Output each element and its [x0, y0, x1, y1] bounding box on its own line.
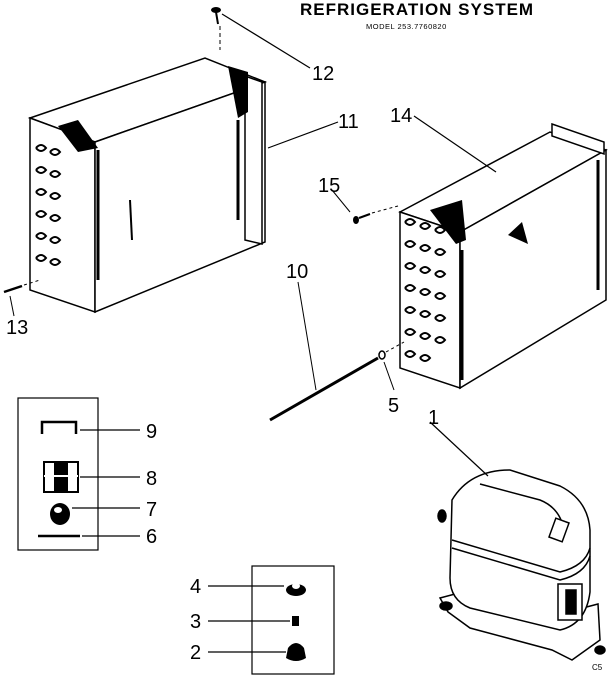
part-10-capillary-tube — [269, 281, 379, 422]
callout-13: 13 — [6, 317, 28, 339]
corner-mark: C5 — [592, 663, 603, 672]
callout-8: 8 — [146, 468, 157, 490]
part-13-screw — [3, 279, 41, 317]
callout-7: 7 — [146, 499, 157, 521]
callout-4: 4 — [190, 576, 201, 598]
callout-3: 3 — [190, 611, 201, 633]
callout-1: 1 — [428, 407, 439, 429]
callout-5: 5 — [388, 395, 399, 417]
callout-15: 15 — [318, 175, 340, 197]
parts-6-9-box — [17, 397, 140, 551]
part-11-condenser — [27, 57, 339, 314]
part-12-screw — [211, 7, 311, 69]
callout-10: 10 — [286, 261, 308, 283]
part-14-evaporator — [398, 115, 608, 390]
callout-12: 12 — [312, 63, 334, 85]
parts-2-4-box — [208, 565, 335, 675]
callout-2: 2 — [190, 642, 201, 664]
model-number: MODEL 253.7760820 — [366, 22, 447, 31]
callout-14: 14 — [390, 105, 412, 127]
callout-6: 6 — [146, 526, 157, 548]
callout-11: 11 — [338, 111, 359, 133]
callout-9: 9 — [146, 421, 157, 443]
part-5-fitting — [378, 341, 405, 391]
diagram-title: REFRIGERATION SYSTEM — [300, 0, 535, 19]
part-15-screw — [331, 189, 399, 224]
part-1-compressor — [429, 421, 606, 661]
